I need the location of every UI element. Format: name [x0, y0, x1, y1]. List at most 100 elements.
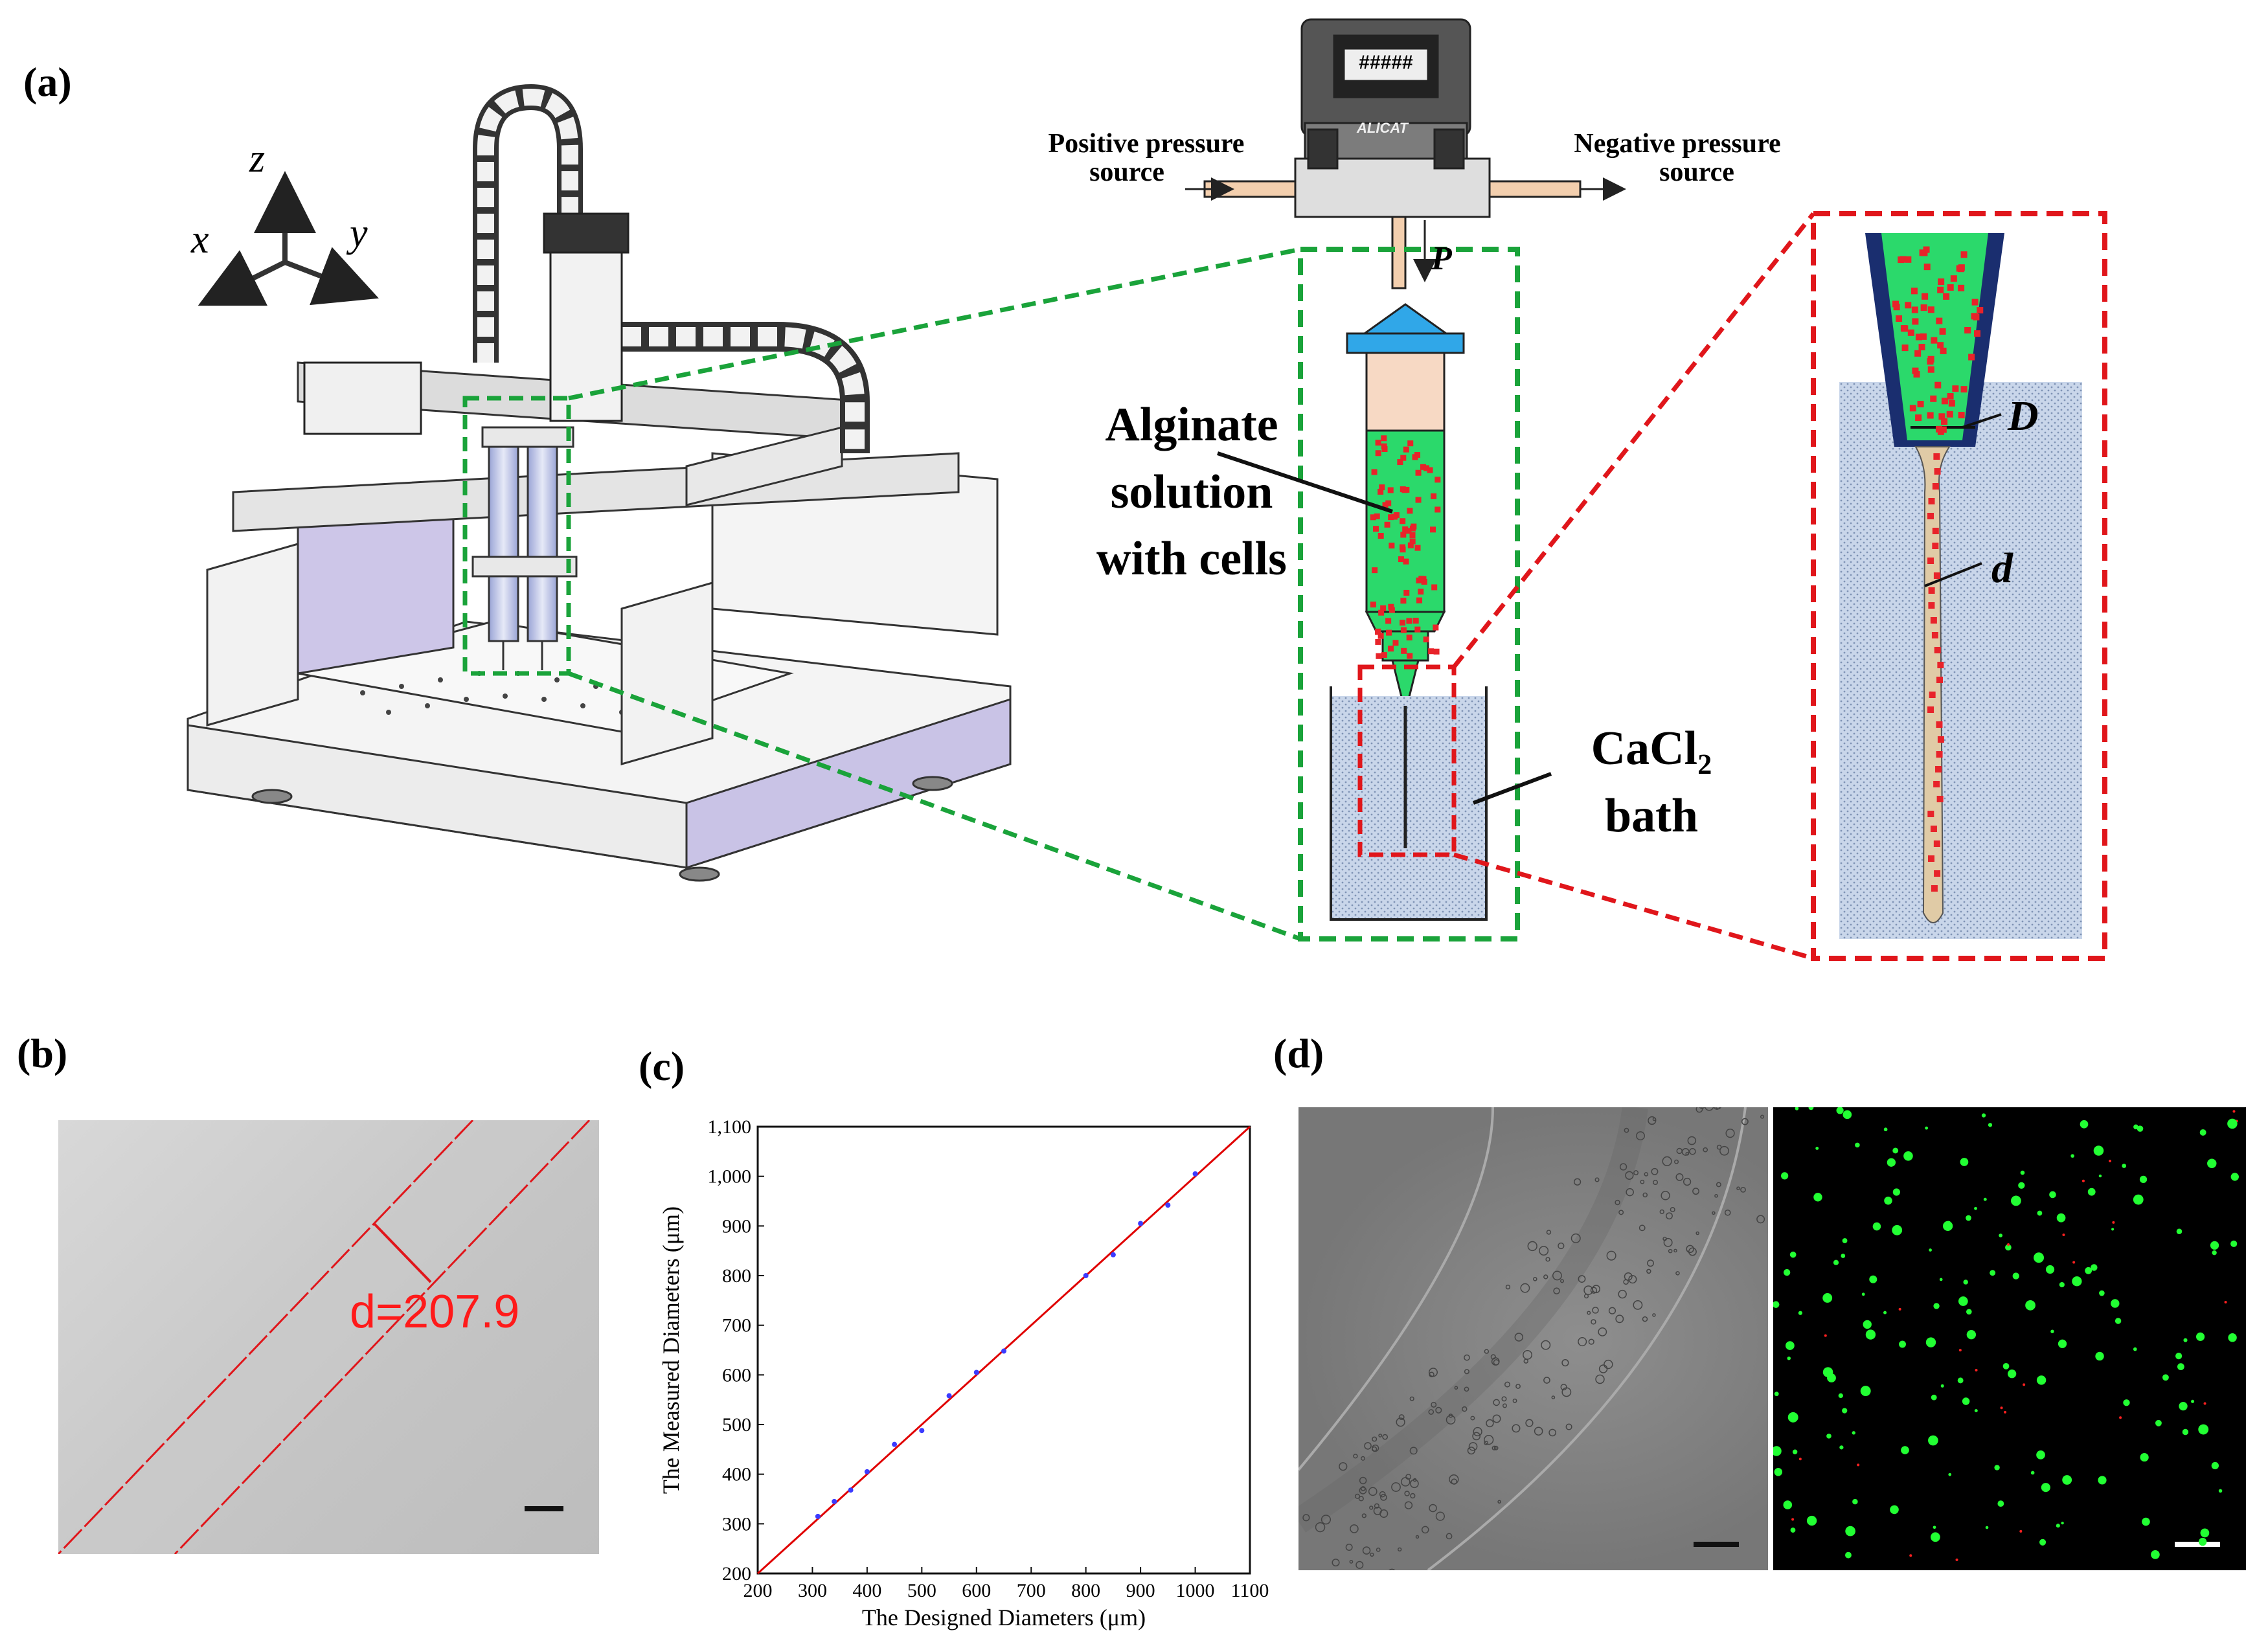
cell-outline — [1673, 1248, 1677, 1253]
live-cell-dot — [2142, 1517, 2150, 1526]
zoom-line-bottom — [567, 671, 1302, 941]
cell-outline — [1561, 1359, 1569, 1367]
live-cell-dot — [1974, 1409, 1978, 1413]
cell-outline — [1464, 1354, 1470, 1361]
cell-outline — [1534, 1426, 1543, 1436]
cell-outline — [1421, 1526, 1429, 1534]
cell-dot — [1407, 653, 1413, 659]
cell-dot — [1415, 497, 1422, 503]
live-cell-dot — [1865, 1329, 1876, 1340]
cell-dot — [1416, 597, 1423, 603]
dead-cell-dot — [1975, 1368, 1978, 1371]
dual-syringes — [471, 426, 578, 670]
cell-outline — [1364, 1442, 1372, 1450]
cell-outline — [1523, 1349, 1532, 1360]
cell-outline — [1520, 1283, 1530, 1293]
live-cell-dot — [2050, 1329, 2054, 1333]
live-cell-dot — [2133, 1347, 2137, 1351]
x-tick-label: 1000 — [1176, 1580, 1215, 1601]
cell-outline — [1642, 1316, 1648, 1322]
cell-outline — [1369, 1505, 1374, 1510]
cell-outline — [1400, 1477, 1411, 1487]
live-cell-dot — [1962, 1397, 1970, 1405]
cell-outline — [1628, 1275, 1637, 1284]
cell-outline — [1371, 1446, 1378, 1452]
live-cell-dot — [1790, 1528, 1796, 1533]
cell-dot — [1398, 556, 1405, 563]
live-cell-dot — [2207, 1158, 2217, 1168]
cell-dot — [1378, 633, 1384, 639]
cell-dot — [1971, 313, 1978, 320]
cell-outline — [1543, 1274, 1548, 1280]
cell-outline — [1642, 1192, 1648, 1198]
data-point — [864, 1469, 870, 1474]
cell-outline — [1379, 1491, 1386, 1498]
live-cell-dot — [2200, 1528, 2210, 1538]
cell-dot — [1397, 459, 1403, 466]
cell-outline — [1553, 1287, 1560, 1294]
cell-dot — [1956, 265, 1963, 272]
cell-outline — [1615, 1199, 1620, 1206]
cell-dot — [1933, 572, 1940, 579]
cell-outline — [1741, 1118, 1749, 1125]
cell-outline — [1551, 1395, 1556, 1399]
cell-dot — [1934, 381, 1942, 389]
cell-dot — [1934, 647, 1941, 653]
cell-dot — [1941, 418, 1948, 425]
data-point — [973, 1370, 979, 1375]
cell-dot — [1401, 648, 1407, 654]
cell-dot — [1940, 347, 1947, 354]
cell-dot — [1920, 333, 1927, 340]
cell-outline — [1446, 1533, 1453, 1540]
live-cell-dot — [1931, 1394, 1937, 1401]
cell-dot — [1400, 627, 1407, 633]
live-cell-dot — [2098, 1174, 2102, 1178]
cell-outline — [1484, 1434, 1494, 1445]
live-cell-dot — [1783, 1268, 1791, 1276]
live-cell-dot — [1988, 1123, 1993, 1127]
cell-outline — [1431, 1401, 1437, 1408]
live-cell-dot — [2182, 1428, 2189, 1436]
cell-outline — [1429, 1504, 1437, 1513]
dead-cell-dot — [1824, 1334, 1827, 1337]
cell-outline — [1619, 1163, 1627, 1171]
cell-outline — [1705, 1107, 1714, 1111]
cell-dot — [1412, 454, 1418, 460]
cell-outline — [1578, 1275, 1586, 1283]
cell-outline — [1501, 1396, 1507, 1402]
cell-dot — [1405, 528, 1412, 534]
cell-outline — [1404, 1501, 1413, 1509]
dead-cell-dot — [2112, 1221, 2115, 1224]
live-cell-dot — [2137, 1125, 2144, 1132]
cell-outline — [1623, 1279, 1629, 1285]
cell-dot — [1960, 386, 1967, 393]
live-cell-dot — [1925, 1126, 1929, 1130]
cell-dot — [1423, 465, 1430, 471]
live-cell-dot — [1872, 1222, 1881, 1231]
live-cell-dot — [1981, 1113, 1986, 1118]
cell-outline — [1543, 1377, 1550, 1384]
data-point — [1110, 1252, 1116, 1257]
live-cell-dot — [2211, 1461, 2219, 1470]
live-cell-dot — [1792, 1449, 1798, 1454]
cell-dot — [1927, 412, 1934, 419]
live-cell-dot — [2122, 1164, 2127, 1168]
fiber-micrograph: d=207.9 — [58, 1120, 599, 1554]
cell-dot — [1370, 602, 1376, 608]
cell-dot — [1919, 249, 1926, 256]
live-cell-dot — [2123, 1399, 2130, 1406]
cell-outline — [1675, 1173, 1684, 1181]
cell-dot — [1420, 464, 1427, 470]
cell-outline — [1661, 1191, 1670, 1201]
cell-outline — [1470, 1415, 1475, 1421]
cell-dot — [1384, 521, 1390, 528]
cell-outline — [1435, 1406, 1442, 1414]
live-cell-dot — [1863, 1320, 1872, 1329]
cell-dot — [1927, 513, 1934, 519]
y-tick-label: 600 — [722, 1364, 751, 1386]
y-tick-label: 900 — [722, 1215, 751, 1237]
live-cell-dot — [2176, 1228, 2183, 1235]
cell-outline — [1484, 1349, 1490, 1354]
cell-outline — [1624, 1272, 1633, 1281]
cell-dot — [1920, 304, 1927, 311]
